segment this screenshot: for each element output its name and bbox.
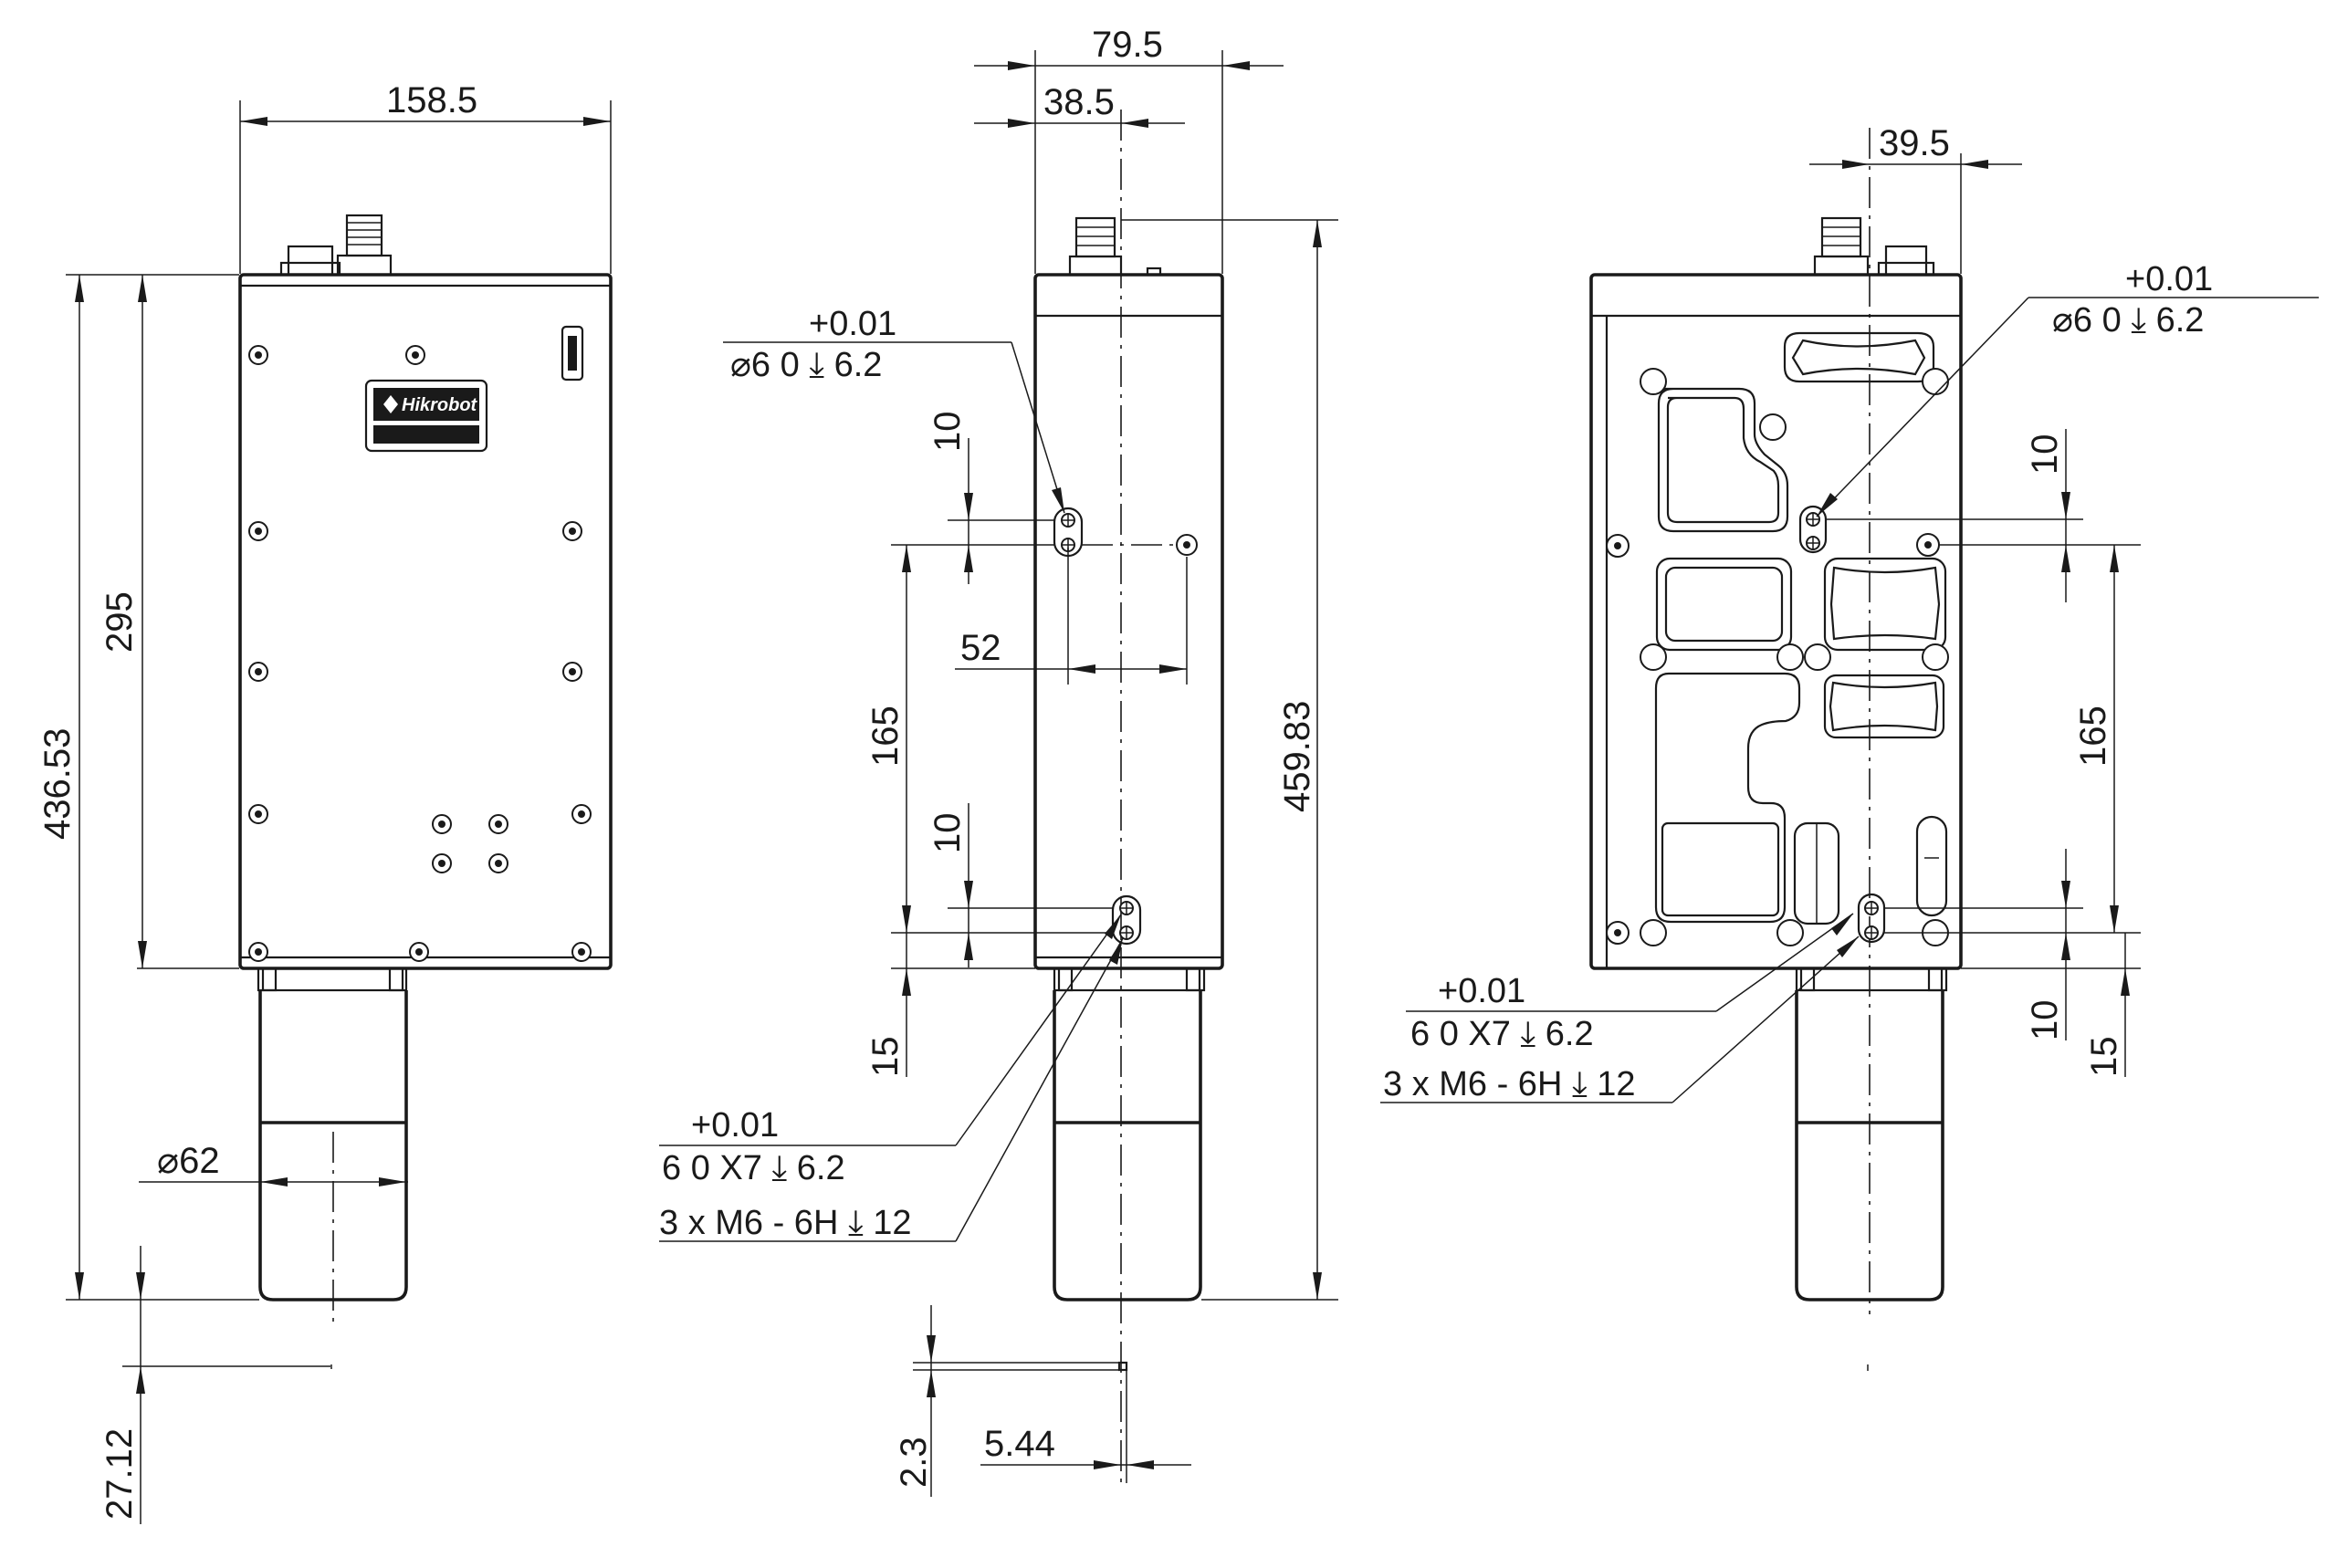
- dim-bottom-hole-side: 10: [927, 813, 968, 854]
- dim-top-hole-side: 10: [927, 412, 968, 453]
- back-top-note-tol: +0.01: [2125, 260, 2213, 298]
- back-bottom-note: +0.01 6 0 X7 ⤓ 6.2 3 x M6 - 6H ⤓ 12: [1380, 913, 1860, 1103]
- back-top-note: +0.01 ⌀6 0 ⤓ 6.2: [1816, 260, 2319, 517]
- front-connectors: [279, 214, 393, 277]
- front-screws: [248, 345, 592, 962]
- dim-cylinder-dia: ⌀62: [157, 1141, 220, 1181]
- label-brand: Hikrobot: [402, 395, 478, 415]
- dim-top-hole-back: 10: [2025, 434, 2065, 476]
- side-bottom-note-spec: 6 0 X7 ⤓ 6.2: [662, 1149, 845, 1187]
- dim-vertical-spacing-back: 165: [2073, 706, 2113, 767]
- dim-center-side: 38.5: [1043, 82, 1115, 122]
- side-view: 79.5 38.5 459.83 52: [659, 25, 1338, 1497]
- dim-bottom-offset-back: 15: [2084, 1037, 2124, 1078]
- side-dimensions: 79.5 38.5 459.83 52: [865, 25, 1338, 1497]
- indicator-port: [561, 325, 584, 382]
- back-bottom-note-tol: +0.01: [1438, 972, 1525, 1010]
- front-cylinder: [257, 967, 408, 1369]
- dim-bottom-hole-back: 10: [2025, 1000, 2065, 1041]
- back-bottom-note-thread: 3 x M6 - 6H ⤓ 12: [1383, 1065, 1636, 1103]
- dim-height-body: 295: [100, 591, 140, 653]
- dim-offset-front: 27.12: [100, 1428, 140, 1520]
- dim-bottom-offset-side: 15: [865, 1037, 906, 1078]
- dim-total-height-side: 459.83: [1277, 701, 1317, 812]
- side-body: [1033, 273, 1224, 970]
- dim-center-back: 39.5: [1879, 123, 1950, 163]
- front-body: [238, 273, 613, 970]
- dim-width-side: 79.5: [1092, 25, 1163, 65]
- back-pockets: [1654, 331, 1948, 925]
- dim-small-offset-h: 5.44: [984, 1424, 1055, 1464]
- front-dimensions: 158.5 295 436.53 ⌀62 27.12: [37, 80, 612, 1524]
- side-bottom-note: +0.01 6 0 X7 ⤓ 6.2 3 x M6 - 6H ⤓ 12: [659, 914, 1124, 1242]
- dim-height-total: 436.53: [37, 728, 78, 840]
- back-dimensions: 39.5 10 165 10 15: [1809, 123, 2141, 1077]
- side-top-note-tol: +0.01: [809, 305, 896, 343]
- label-plate: Hikrobot: [364, 379, 488, 453]
- dim-hole-spacing: 52: [960, 628, 1001, 668]
- side-top-note-spec: ⌀6 0 ⤓ 6.2: [730, 346, 882, 384]
- back-view: 39.5 10 165 10 15: [1380, 123, 2319, 1371]
- dim-width-front: 158.5: [386, 80, 477, 120]
- back-top-note-spec: ⌀6 0 ⤓ 6.2: [2052, 301, 2204, 340]
- side-bottom-note-tol: +0.01: [691, 1106, 779, 1145]
- dim-small-offset-v: 2.3: [894, 1437, 934, 1488]
- side-bottom-note-thread: 3 x M6 - 6H ⤓ 12: [659, 1204, 912, 1242]
- back-bottom-note-spec: 6 0 X7 ⤓ 6.2: [1410, 1015, 1594, 1053]
- front-view: Hikrobot 158.5 295: [37, 80, 613, 1524]
- dim-vertical-spacing-side: 165: [865, 706, 906, 767]
- side-top-note: +0.01 ⌀6 0 ⤓ 6.2: [723, 305, 1065, 514]
